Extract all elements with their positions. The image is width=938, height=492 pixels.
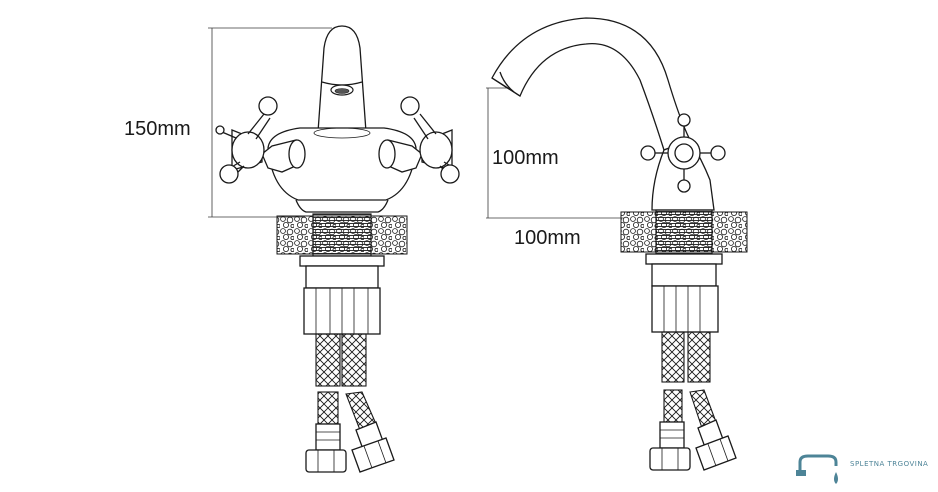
side-spout — [491, 17, 691, 151]
front-left-handle — [215, 96, 306, 184]
side-view: 100mm 100mm — [486, 17, 748, 471]
side-height-label: 100mm — [492, 147, 559, 169]
side-left-hose-nut — [649, 447, 691, 471]
side-lock-nut — [651, 285, 719, 333]
front-supply-hoses — [305, 333, 395, 473]
front-view: 150mm — [124, 25, 460, 473]
front-height-label: 150mm — [124, 118, 191, 140]
front-mount-thread — [312, 213, 372, 257]
side-mount-thread — [655, 209, 713, 255]
side-right-hose-nut — [695, 435, 737, 471]
brand-name: SPLETNA TRGOVINA — [850, 460, 928, 468]
front-right-hose-nut — [351, 437, 395, 473]
watermark: SPLETNA TRGOVINA — [796, 454, 928, 484]
side-reach-label: 100mm — [514, 227, 581, 249]
front-body — [267, 127, 417, 201]
front-right-handle — [378, 96, 460, 184]
faucet-drop-logo-icon — [796, 454, 838, 484]
side-supply-hoses — [649, 331, 737, 471]
front-spout — [317, 25, 367, 133]
side-cross-handle — [640, 113, 726, 193]
front-left-hose-nut — [305, 449, 347, 473]
